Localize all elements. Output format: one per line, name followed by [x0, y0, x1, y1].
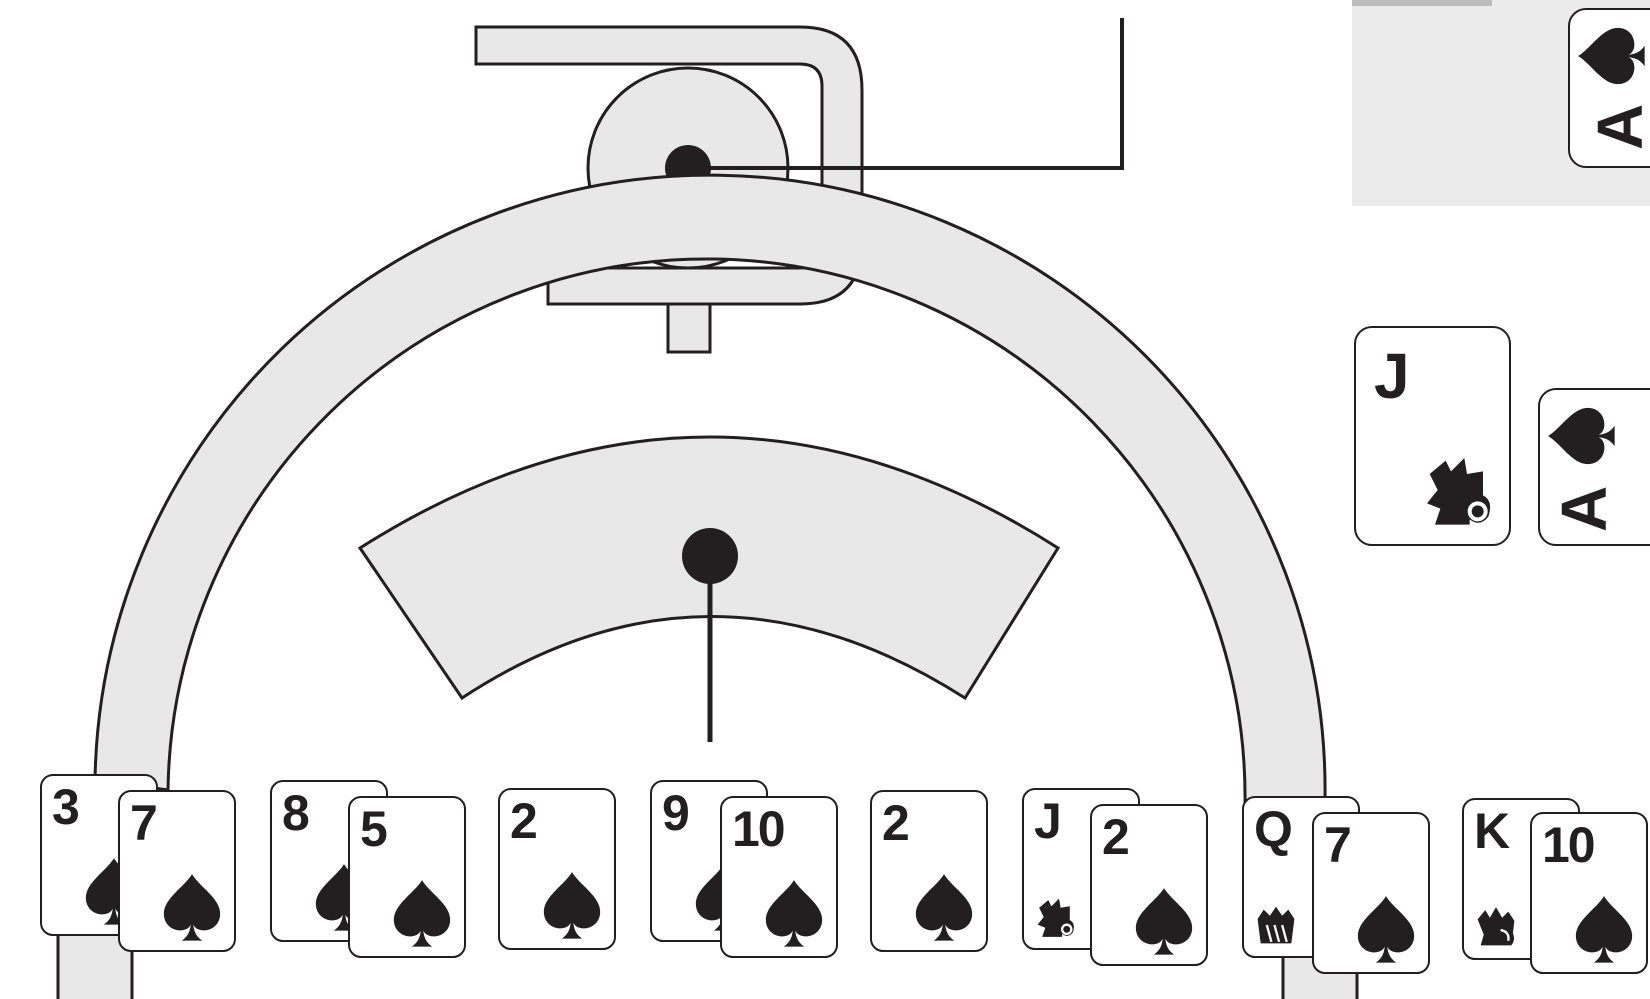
spade-icon — [1132, 886, 1196, 958]
card-rank: Q — [1254, 804, 1291, 854]
hand-card-front[interactable]: 2 — [498, 788, 616, 950]
card-rank: 8 — [282, 788, 308, 838]
spade-icon — [1576, 24, 1648, 88]
jack-face-icon — [1032, 894, 1080, 940]
card-rank: 2 — [1102, 812, 1128, 862]
spade-icon — [390, 878, 454, 950]
card-rank: J — [1034, 796, 1060, 846]
panel-tab[interactable] — [1352, 0, 1492, 6]
card-rank: 7 — [1324, 820, 1350, 870]
card-rank: 2 — [510, 796, 536, 846]
hand-card-front[interactable]: 7 — [118, 790, 236, 952]
hand-card-front[interactable]: 2 — [870, 790, 988, 952]
queen-face-icon — [1252, 902, 1300, 948]
card-rank: 10 — [1542, 820, 1594, 870]
card-rank: J — [1374, 344, 1408, 408]
card-rank: K — [1474, 806, 1508, 856]
panel-card[interactable]: A — [1568, 8, 1650, 168]
hand-card-front[interactable]: 2 — [1090, 804, 1208, 966]
spade-icon — [762, 878, 826, 950]
card-rank: A — [1552, 488, 1616, 532]
hand-card-front[interactable]: 7 — [1312, 812, 1430, 974]
card-rank: A — [1588, 106, 1650, 150]
hand-card-front[interactable]: 10 — [720, 796, 838, 958]
spade-icon — [1354, 894, 1418, 966]
card-rank: 9 — [662, 788, 688, 838]
spade-icon — [540, 870, 604, 942]
hand-card-front[interactable]: 5 — [348, 796, 466, 958]
card-rank: 10 — [732, 804, 784, 854]
hand-card-front[interactable]: 10 — [1530, 812, 1648, 974]
spade-icon — [1572, 894, 1636, 966]
spade-icon — [160, 872, 224, 944]
side-card-ace[interactable]: A — [1538, 388, 1650, 546]
card-rank: 2 — [882, 798, 908, 848]
king-face-icon — [1472, 904, 1520, 950]
spade-icon — [1546, 404, 1618, 468]
spade-icon — [912, 872, 976, 944]
side-card-jack[interactable]: J — [1354, 326, 1511, 546]
card-rank: 7 — [130, 798, 156, 848]
card-rank: 3 — [52, 782, 78, 832]
stem — [668, 304, 710, 352]
jack-face-icon — [1419, 450, 1499, 530]
card-rank: 5 — [360, 804, 386, 854]
